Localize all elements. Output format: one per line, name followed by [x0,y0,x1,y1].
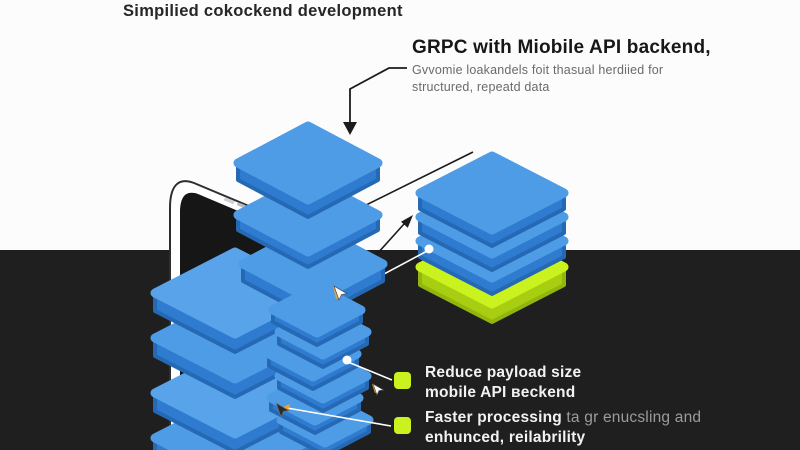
right-stack [415,151,569,324]
bullet-item-1: Reduce payload size mobile API вeckend [394,363,581,403]
highlight-dot-slab [342,355,352,365]
background-top [0,0,800,250]
callout-body-line2: structured, repeatd data [412,79,550,94]
callout-body-line1: Gvvomie loakandels foit thasual herdiied… [412,63,664,77]
mouse-pointer-icon-1 [333,285,349,302]
background-bottom [0,250,800,450]
speaker-dot [237,202,246,208]
bullet-item-2: Faster processing ta gr enucsling and en… [394,408,701,448]
callout-heading: GRPC with Miobile API backend, [412,37,711,58]
up-right-arrow-icon [401,215,413,228]
camera-dot [223,197,235,204]
callout-arrow [343,67,407,135]
diagonal-line [351,151,474,213]
white-connector-bullet-2 [286,407,392,427]
bullet-text-2: Faster processing ta gr enucsling and en… [425,408,701,448]
bullet-1-line2: mobile API вeckend [425,384,576,401]
green-square-icon [394,372,411,389]
center-slab-column [264,282,374,450]
bullet-1-bold: Reduce payload size [425,364,582,381]
bullet-2-muted: ta gr enucsling and [561,409,702,426]
down-arrow-icon [343,122,357,135]
center-stack [233,121,388,320]
white-connector-bullet-1 [342,355,393,381]
highlight-dot-green [424,244,434,254]
callout-body: Gvvomie loakandels foit thasual herdiied… [412,62,752,95]
green-square-icon [394,417,411,434]
bullet-2-line2: enhunced, reilabrility [425,429,586,446]
mouse-pointer-icon-3 [275,402,291,419]
callout-block: GRPC with Miobile API backend, Gvvomie l… [412,37,752,95]
bullet-2-bold: Faster processing [425,409,562,426]
bullet-text-1: Reduce payload size mobile API вeckend [425,363,581,403]
mouse-pointer-icon-2 [372,383,385,396]
page-title: Simpilied cokockend development [123,2,403,20]
